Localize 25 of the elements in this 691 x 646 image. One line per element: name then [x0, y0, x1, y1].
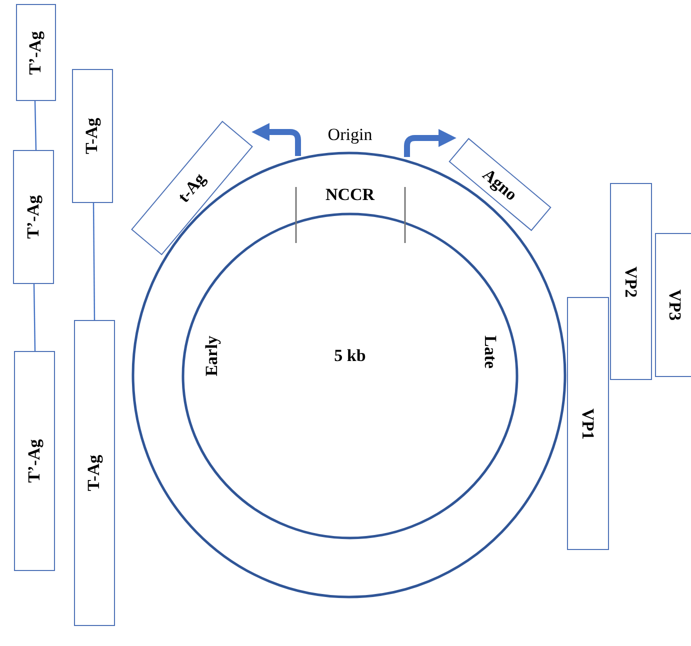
- origin-label: Origin: [328, 125, 372, 145]
- gene-box: [13, 150, 54, 284]
- connector-line: [33, 284, 36, 351]
- gene-label: T-Ag: [84, 454, 104, 492]
- gene-label: T-Ag: [82, 118, 102, 154]
- size-label: 5 kb: [334, 346, 366, 366]
- gene-box: [14, 351, 55, 571]
- gene-box: [72, 69, 113, 203]
- gene-box: [74, 320, 115, 626]
- region-label: NCCR: [325, 185, 375, 205]
- gene-label: T’-Ag: [24, 439, 44, 483]
- gene-label: VP2: [621, 266, 641, 298]
- gene-box: [16, 4, 56, 101]
- gene-box: [655, 233, 691, 377]
- region-label: Late: [480, 335, 500, 369]
- gene-label: t-Ag: [174, 169, 210, 207]
- connector-line: [92, 203, 96, 320]
- gene-box: [567, 297, 609, 550]
- gene-label: T’-Ag: [26, 30, 46, 74]
- gene-label: VP3: [665, 289, 685, 321]
- gene-label: T’-Ag: [24, 195, 44, 239]
- connector-line: [34, 100, 37, 150]
- gene-label: VP1: [578, 408, 598, 440]
- region-label: Early: [202, 336, 222, 376]
- gene-box: [610, 183, 652, 380]
